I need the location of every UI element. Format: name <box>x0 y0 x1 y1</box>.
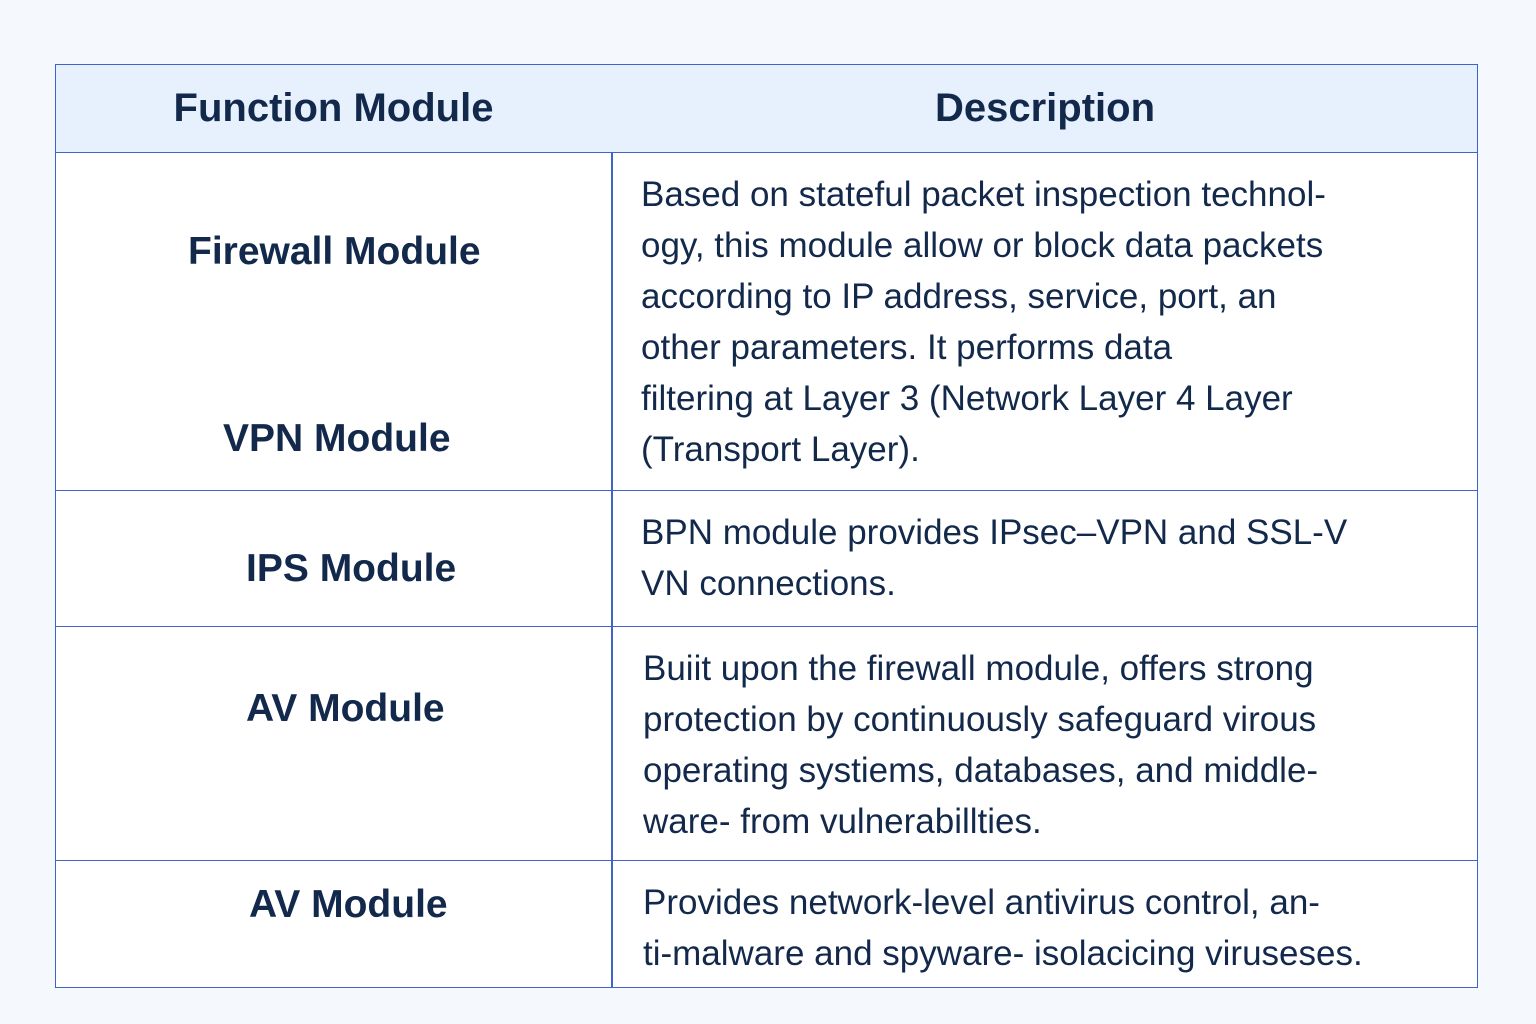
table-row: IPS Module BPN module provides IPsec–VPN… <box>56 490 1477 626</box>
module-name: VPN Module <box>223 417 451 460</box>
header-function-module: Function Module <box>173 86 494 130</box>
module-table: Function Module Description Firewall Mod… <box>55 64 1478 988</box>
table-row: AV Module Buiit upon the firewall module… <box>56 626 1477 860</box>
module-name: Firewall Module <box>188 230 481 273</box>
table-header-row: Function Module Description <box>56 65 1477 152</box>
module-description: Buiit upon the firewall module, offers s… <box>643 649 1319 841</box>
module-description: Provides network-level antivirus control… <box>643 883 1363 973</box>
column-divider <box>611 65 613 987</box>
module-name: AV Module <box>246 687 445 730</box>
module-description: BPN module provides IPsec–VPN and SSL-V … <box>641 513 1348 603</box>
table-row: Firewall Module VPN Module Based on stat… <box>56 152 1477 490</box>
module-description: Based on stateful packet inspection tech… <box>641 175 1326 469</box>
table-row: AV Module Provides network-level antivir… <box>56 860 1477 987</box>
module-name: IPS Module <box>246 547 457 590</box>
module-name: AV Module <box>249 883 448 926</box>
header-description: Description <box>934 86 1156 130</box>
